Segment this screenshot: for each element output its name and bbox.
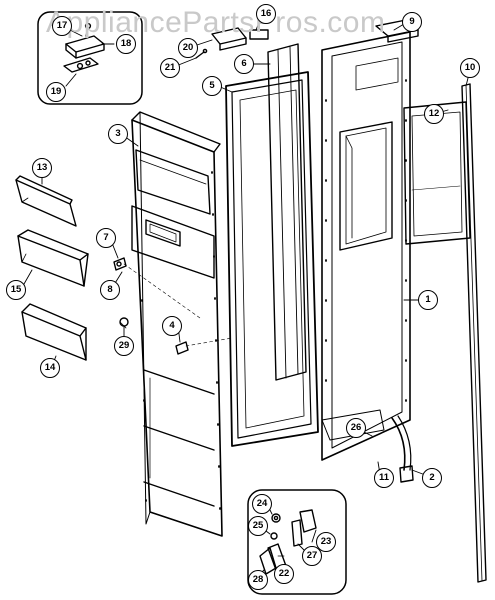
callout-24[interactable]: 24 — [252, 494, 272, 514]
callout-15[interactable]: 15 — [6, 280, 26, 300]
watermark-text: AppliancePartsPros.com — [46, 6, 386, 39]
access-plate-part — [403, 101, 471, 245]
callout-8[interactable]: 8 — [100, 280, 120, 300]
callout-2[interactable]: 2 — [422, 468, 442, 488]
callout-17[interactable]: 17 — [52, 16, 72, 36]
callout-6[interactable]: 6 — [234, 54, 254, 74]
callout-10[interactable]: 10 — [460, 58, 480, 78]
callout-21[interactable]: 21 — [160, 58, 180, 78]
callout-16[interactable]: 16 — [256, 4, 276, 24]
door-gasket-part — [225, 71, 319, 447]
callout-25[interactable]: 25 — [248, 516, 268, 536]
inner-door-liner — [131, 111, 223, 537]
small-fasteners — [113, 257, 233, 355]
callout-9[interactable]: 9 — [402, 12, 422, 32]
callout-11[interactable]: 11 — [374, 468, 394, 488]
inset-box-dispenser-parts — [247, 489, 347, 595]
callout-20[interactable]: 20 — [178, 38, 198, 58]
door-bin-middle — [17, 229, 89, 287]
callout-3[interactable]: 3 — [108, 124, 128, 144]
callout-22[interactable]: 22 — [274, 564, 294, 584]
callout-5[interactable]: 5 — [202, 76, 222, 96]
callout-14[interactable]: 14 — [40, 358, 60, 378]
callout-13[interactable]: 13 — [32, 158, 52, 178]
callout-23[interactable]: 23 — [316, 532, 336, 552]
callout-1[interactable]: 1 — [418, 290, 438, 310]
outer-door-panel — [321, 31, 414, 483]
top-hinge-parts — [195, 19, 419, 59]
callout-19[interactable]: 19 — [46, 82, 66, 102]
trim-strip-part — [461, 83, 487, 583]
callout-29[interactable]: 29 — [114, 336, 134, 356]
callout-26[interactable]: 26 — [346, 418, 366, 438]
door-bin-top — [15, 175, 77, 227]
callout-27[interactable]: 27 — [302, 546, 322, 566]
callout-7[interactable]: 7 — [96, 228, 116, 248]
callout-4[interactable]: 4 — [162, 316, 182, 336]
channel-strip-part — [267, 43, 307, 381]
inset-box-hinge — [37, 11, 143, 105]
door-bin-bottom — [21, 303, 87, 361]
callout-12[interactable]: 12 — [424, 104, 444, 124]
callout-28[interactable]: 28 — [248, 570, 268, 590]
callout-18[interactable]: 18 — [116, 34, 136, 54]
